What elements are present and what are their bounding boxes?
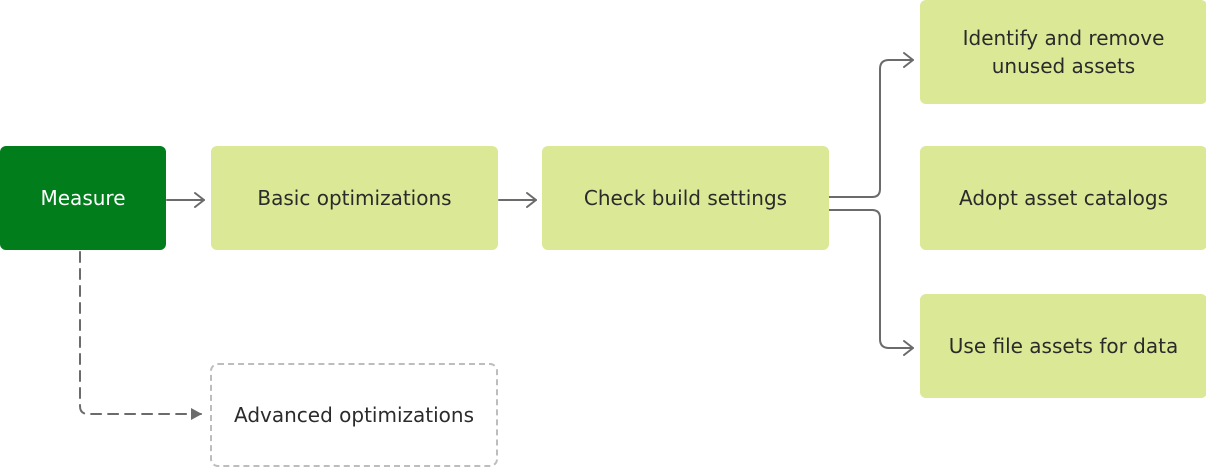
node-advanced-optimizations-label: Advanced optimizations <box>234 403 474 427</box>
node-use-file-assets: Use file assets for data <box>920 294 1206 398</box>
node-basic-optimizations-label: Basic optimizations <box>257 186 452 210</box>
node-measure: Measure <box>0 146 166 250</box>
node-adopt-asset-catalogs-label: Adopt asset catalogs <box>958 186 1168 210</box>
node-measure-label: Measure <box>40 186 126 210</box>
node-check-build-settings-label: Check build settings <box>583 186 788 210</box>
arrow-basic-to-check <box>498 192 537 208</box>
node-basic-optimizations: Basic optimizations <box>211 146 498 250</box>
node-identify-unused-assets: Identify and remove unused assets <box>920 0 1206 104</box>
node-identify-unused-assets-label: Identify and remove unused assets <box>962 26 1165 78</box>
node-advanced-optimizations: Advanced optimizations <box>210 363 498 467</box>
arrow-measure-to-basic <box>166 192 205 208</box>
node-use-file-assets-label: Use file assets for data <box>948 334 1179 358</box>
node-check-build-settings: Check build settings <box>542 146 829 250</box>
arrow-check-to-identify <box>828 52 914 198</box>
arrow-check-to-usefile <box>828 209 914 356</box>
arrow-measure-to-advanced <box>79 251 202 420</box>
node-adopt-asset-catalogs: Adopt asset catalogs <box>920 146 1206 250</box>
